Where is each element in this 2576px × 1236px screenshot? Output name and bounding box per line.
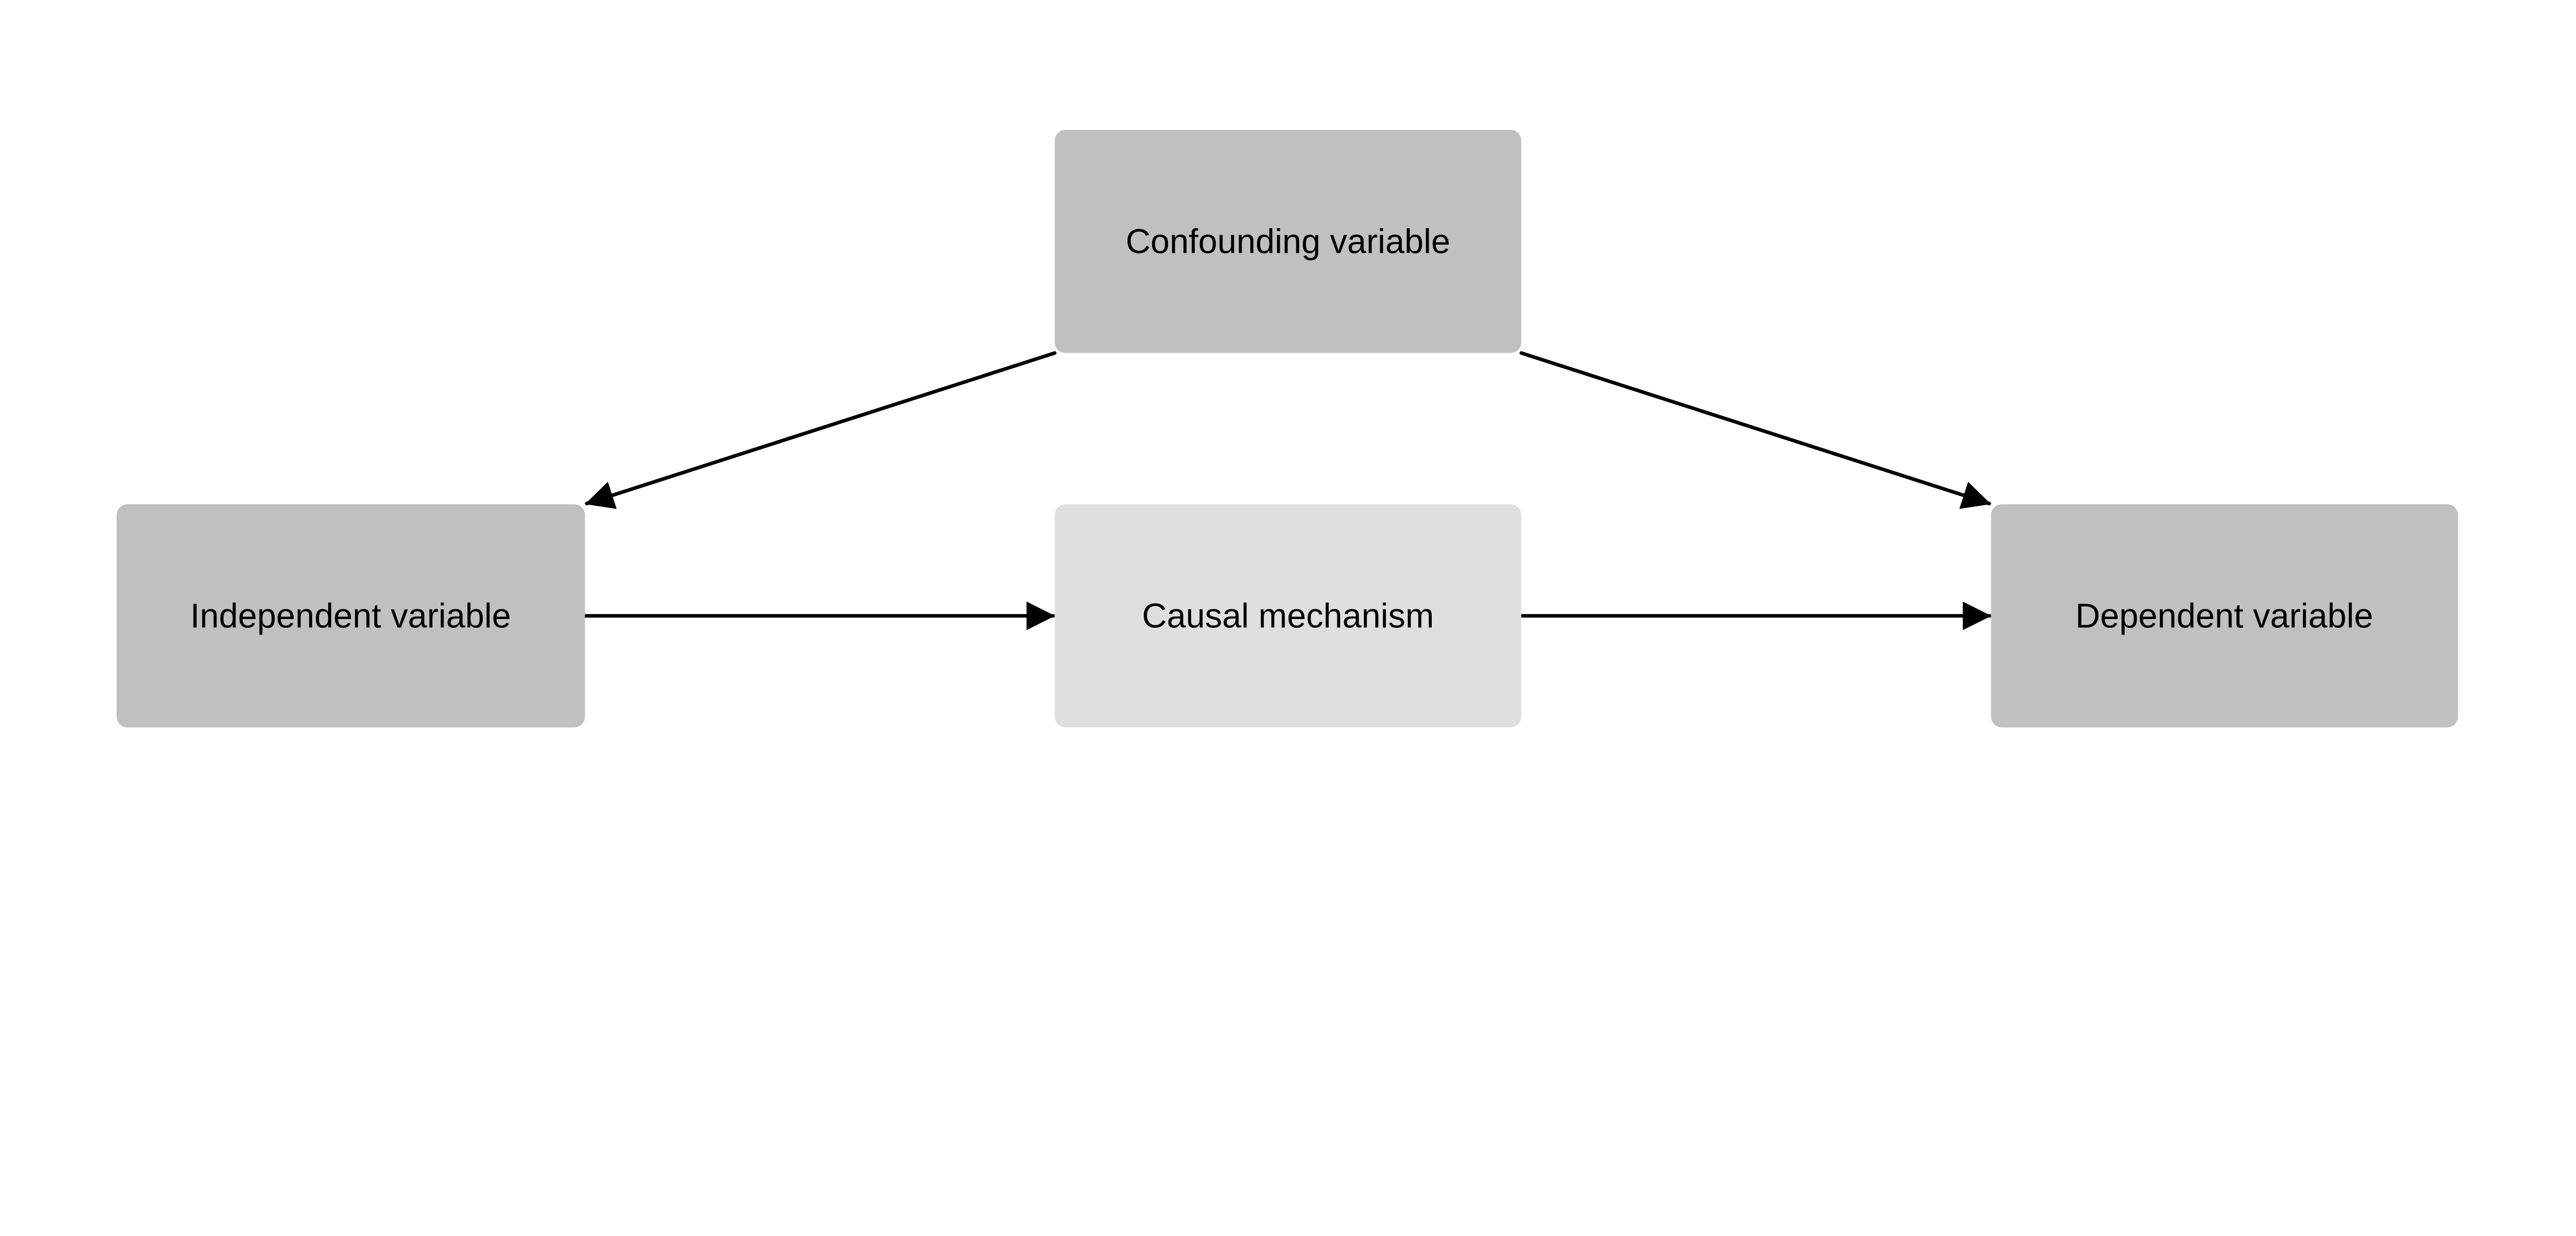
node-label: Confounding variable <box>1126 223 1450 261</box>
node-box <box>1991 504 2458 728</box>
causal-diagram: Confounding variable Independent variabl… <box>116 130 2458 728</box>
node-independent: Independent variable <box>116 504 585 728</box>
node-mechanism: Causal mechanism <box>1055 504 1521 728</box>
node-label: Causal mechanism <box>1142 597 1434 636</box>
node-label: Independent variable <box>190 597 511 636</box>
node-box <box>116 504 585 728</box>
edge-confounder-to-dependent <box>1519 351 1991 509</box>
node-box <box>1055 130 1521 353</box>
node-confounder: Confounding variable <box>1055 130 1521 353</box>
edges <box>583 351 1992 630</box>
node-box <box>1055 504 1521 728</box>
node-label: Dependent variable <box>2075 597 2373 636</box>
node-dependent: Dependent variable <box>1991 504 2458 728</box>
edge-confounder-to-independent <box>585 351 1057 509</box>
